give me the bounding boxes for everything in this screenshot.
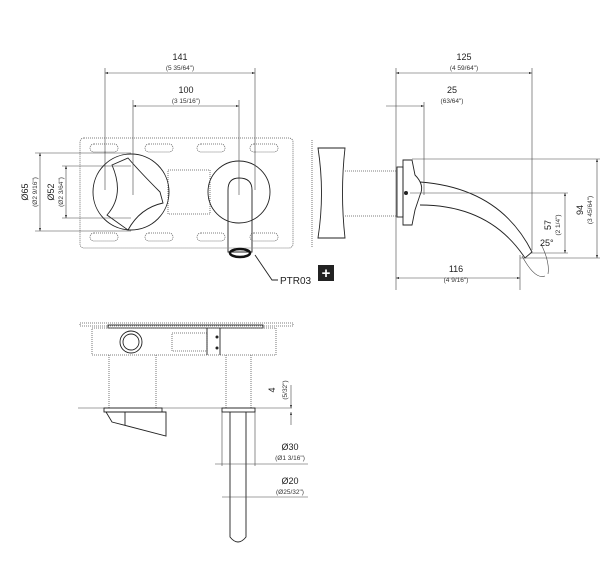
mounting-plate — [79, 137, 294, 249]
dim-116-inch: (4 9/16") — [444, 277, 469, 284]
dim-d20: Ø20 — [281, 476, 298, 486]
wall-rosette-side — [317, 147, 346, 239]
dim-141-inch: (5 35/64") — [166, 65, 194, 72]
dim-100: 100 — [178, 85, 193, 95]
dim-25-inch: (63/64") — [441, 98, 464, 105]
handle-rosette — [92, 153, 170, 231]
dim-4: 4 — [267, 387, 277, 392]
dim-100-inch: (3 15/16") — [172, 98, 200, 105]
handle-lever-side — [105, 411, 167, 437]
dim-25: 25 — [447, 85, 457, 95]
dim-d65: Ø65 — [20, 183, 30, 200]
dim-4-inch: (5/32") — [282, 380, 289, 399]
plate-slots — [89, 143, 279, 242]
top-view: 141 (5 35/64") 100 (3 15/16") Ø65 (Ø2 9/… — [20, 52, 334, 287]
spout-arm — [419, 181, 533, 259]
dim-94: 94 — [575, 205, 585, 215]
spout-base — [402, 159, 423, 226]
spout-tube-front — [229, 412, 247, 543]
handle-lever — [106, 157, 164, 231]
plus-box — [318, 265, 334, 281]
dim-116: 116 — [449, 264, 463, 274]
angle-25: 25° — [540, 238, 554, 248]
valve-body — [167, 169, 211, 215]
spout-outlet — [228, 247, 252, 259]
dim-94-inch: (3 45/64") — [587, 196, 594, 224]
dim-57-inch: (2 1/4") — [555, 214, 562, 235]
spout-tube — [227, 177, 253, 253]
handle-side — [119, 330, 143, 354]
side-view: 125 (4 59/64") 25 (63/64") 94 (3 45/64")… — [311, 52, 600, 290]
dim-d65-inch: (Ø2 9/16") — [32, 177, 39, 207]
dim-d52-inch: (Ø2 3/64") — [58, 177, 65, 207]
dim-d30-inch: (Ø1 3/16") — [275, 455, 305, 462]
dim-d52: Ø52 — [46, 183, 56, 200]
dim-125-inch: (4 59/64") — [450, 65, 478, 72]
dim-57: 57 — [543, 220, 553, 230]
part-code-label: PTR03 — [280, 276, 312, 287]
dim-141: 141 — [172, 52, 187, 62]
dim-125: 125 — [456, 52, 471, 62]
plus-icon: + — [322, 265, 331, 282]
front-view: 4 (5/32") Ø30 (Ø1 3/16") Ø20 (Ø25/32") — [78, 322, 308, 543]
dim-d20-inch: (Ø25/32") — [276, 489, 304, 496]
dim-d30: Ø30 — [281, 442, 298, 452]
